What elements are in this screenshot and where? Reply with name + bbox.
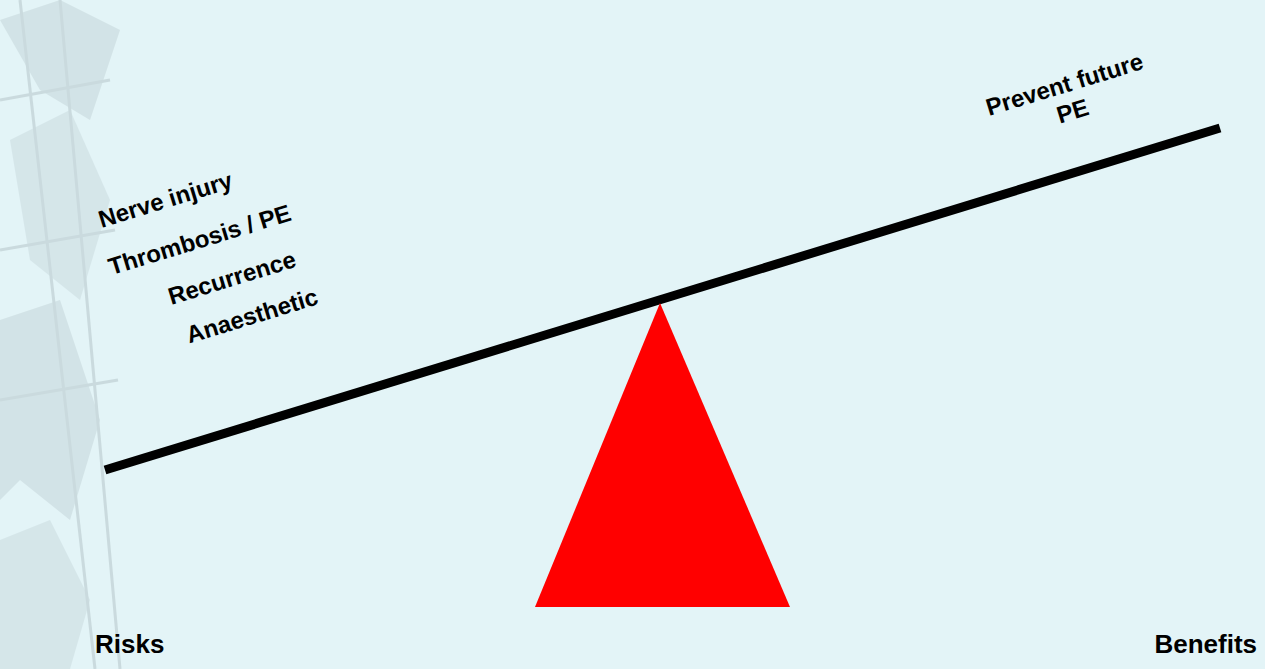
side-heading: Risks — [95, 630, 164, 660]
side-heading: Benefits — [1154, 630, 1257, 660]
benefit-item: Prevent future PE — [971, 45, 1164, 152]
faded-background-photo — [0, 0, 120, 669]
fulcrum-triangle — [535, 303, 790, 607]
